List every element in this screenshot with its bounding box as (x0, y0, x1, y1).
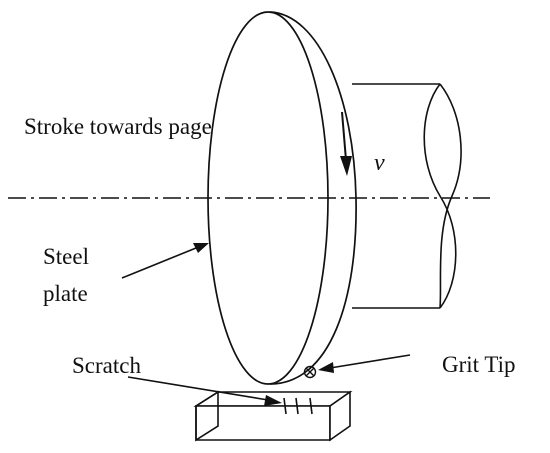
scratch-marks (283, 397, 313, 415)
steel-plate-leader (121, 243, 209, 279)
shaft (352, 83, 462, 309)
shaft-break-right (439, 83, 462, 309)
shaft-break-left (423, 83, 457, 309)
block-front (195, 405, 331, 441)
velocity-label: v (374, 150, 385, 176)
steel-label-line2: plate (43, 281, 88, 306)
grit-tip-leader (318, 354, 411, 373)
velocity-arrow (340, 111, 352, 176)
grit-tip-label: Grit Tip (442, 352, 516, 377)
block-side (329, 390, 351, 442)
scratch-label: Scratch (72, 353, 141, 378)
grit-tip-symbol (303, 365, 317, 379)
scratch-leader (127, 376, 282, 406)
steel-label-line1: Steel (43, 244, 89, 269)
stroke-label: Stroke towards page (24, 114, 212, 139)
workpiece-block (193, 390, 353, 442)
block-left-end (195, 390, 219, 442)
